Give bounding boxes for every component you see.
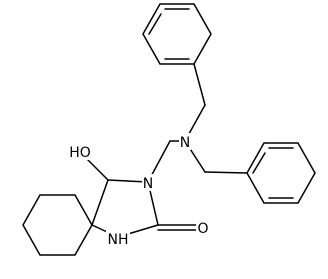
benzene-ring-right — [246, 142, 316, 204]
carbonyl-bond — [157, 224, 197, 231]
cyclohexane-ring — [22, 194, 93, 256]
hydroxyl-label: HO — [69, 145, 91, 161]
carbonyl-oxygen-label: O — [197, 221, 208, 237]
amine-nitrogen-label: N — [180, 135, 190, 151]
benzene-ring-upper — [142, 3, 212, 65]
ring-nitrogen-label: N — [143, 176, 153, 192]
dibenzylaminomethyl-chain — [147, 63, 248, 183]
amide-nh-label: NH — [108, 232, 129, 248]
